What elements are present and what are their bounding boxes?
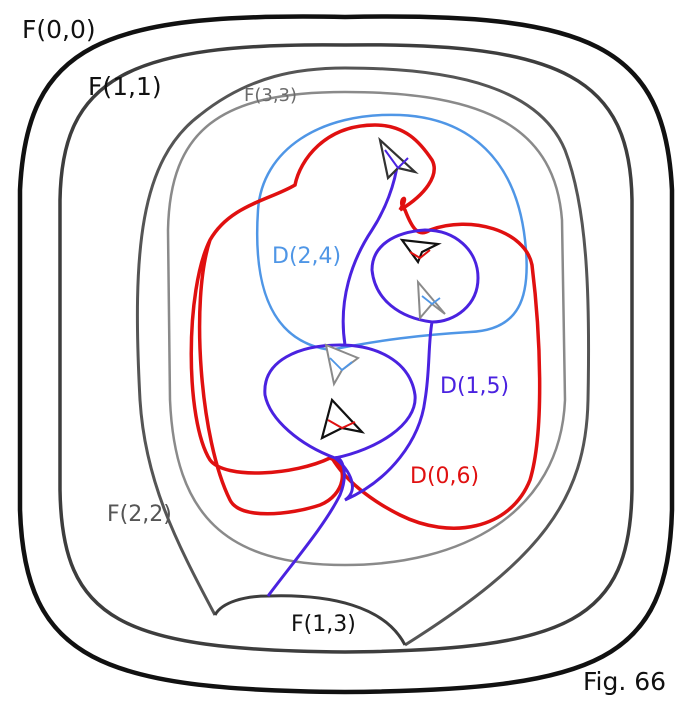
d06-curve [189, 123, 542, 530]
label-d24: D(2,4) [272, 244, 341, 269]
d24-curve [255, 113, 528, 352]
cusp-icon [324, 343, 361, 387]
figure-caption: Fig. 66 [583, 667, 666, 696]
cusp-icon [378, 136, 419, 181]
label-f22: F(2,2) [107, 502, 172, 527]
label-f00: F(0,0) [22, 15, 96, 44]
f00-curve [17, 14, 675, 695]
f11-curve [58, 43, 634, 654]
label-f13: F(1,3) [291, 612, 356, 637]
cusp-icon [320, 397, 366, 441]
cusp-icon [416, 279, 446, 321]
d15-curve [263, 159, 480, 597]
label-d15: D(1,5) [440, 374, 509, 399]
label-d06: D(0,6) [410, 464, 479, 489]
f33-curve [166, 90, 567, 567]
cusp-icon [399, 238, 442, 265]
f22-curve [135, 66, 591, 647]
f13-curve [213, 594, 407, 646]
label-f11: F(1,1) [88, 72, 162, 101]
label-f33: F(3,3) [244, 85, 297, 106]
